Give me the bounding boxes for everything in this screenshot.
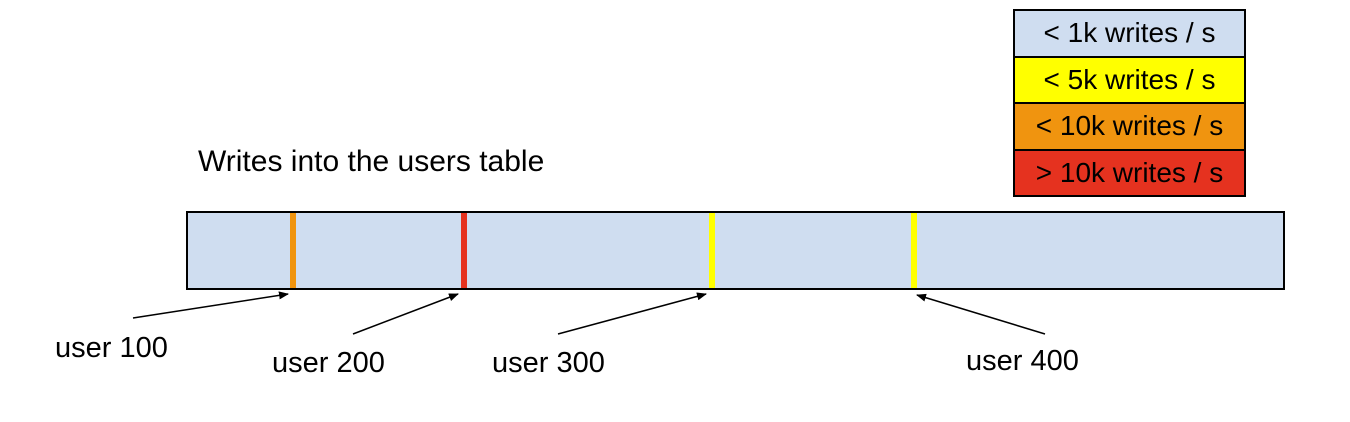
arrow-user-400-icon bbox=[916, 293, 1046, 335]
arrow-user-100-icon bbox=[132, 291, 289, 319]
annotation-user-300: user 300 bbox=[492, 347, 605, 379]
arrow-user-300-icon bbox=[557, 292, 707, 335]
annotation-user-200: user 200 bbox=[272, 347, 385, 379]
diagram-title: Writes into the users table bbox=[198, 145, 545, 178]
arrow-user-200-icon bbox=[352, 293, 459, 335]
write-stripe-user-100 bbox=[290, 213, 296, 288]
legend-item-under-5k: < 5k writes / s bbox=[1015, 57, 1244, 104]
write-stripe-user-300 bbox=[709, 213, 715, 288]
annotation-user-400: user 400 bbox=[966, 345, 1079, 377]
legend-item-under-10k: < 10k writes / s bbox=[1015, 104, 1244, 151]
write-stripe-user-400 bbox=[911, 213, 917, 288]
annotation-user-100: user 100 bbox=[55, 332, 168, 364]
users-table-bar bbox=[186, 211, 1285, 290]
legend-item-under-1k: < 1k writes / s bbox=[1015, 11, 1244, 58]
write-stripe-user-200 bbox=[461, 213, 467, 288]
legend-item-over-10k: > 10k writes / s bbox=[1015, 150, 1244, 195]
write-rate-legend: < 1k writes / s < 5k writes / s < 10k wr… bbox=[1013, 9, 1246, 197]
